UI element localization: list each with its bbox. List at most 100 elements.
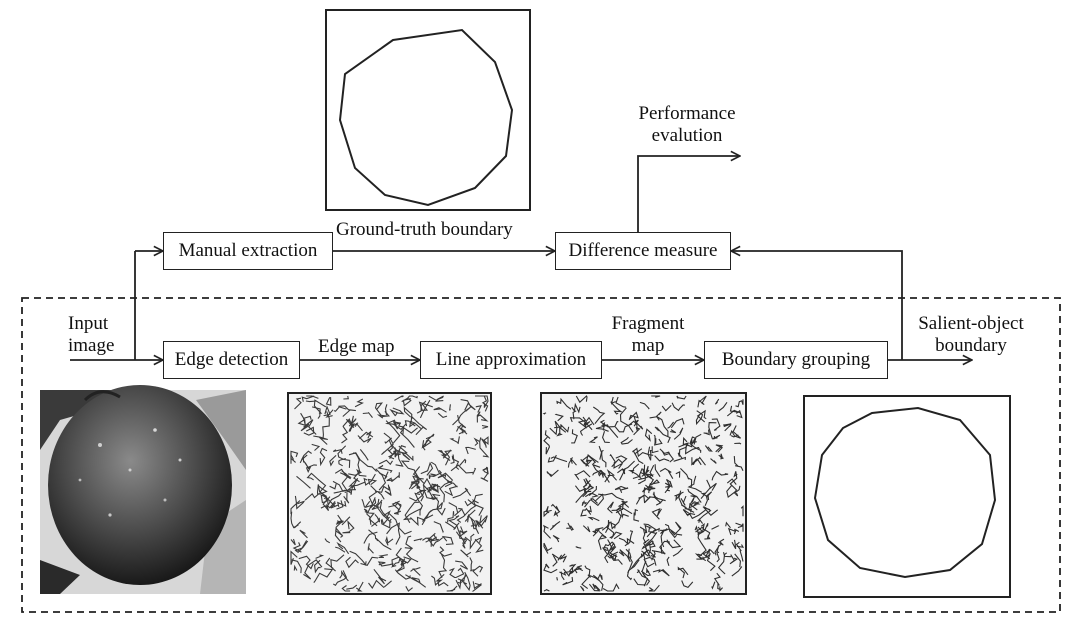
edge-fragment — [385, 420, 401, 444]
edge-fragment — [723, 423, 732, 428]
edge-fragment — [470, 533, 475, 541]
edge-fragment — [375, 537, 392, 551]
edge-fragment — [687, 475, 703, 493]
ground-truth-boundary-image — [325, 9, 531, 211]
automatic-pipeline-frame — [21, 297, 1061, 613]
edge-fragment — [610, 531, 623, 540]
edge-fragment — [419, 490, 424, 502]
edge-fragment — [614, 485, 629, 491]
edge-fragment — [441, 535, 454, 545]
edge-fragment — [714, 541, 723, 556]
edge-fragment — [391, 472, 400, 482]
edge-fragment — [614, 423, 633, 433]
edge-fragment — [357, 435, 372, 443]
ground-truth-boundary-label: Ground-truth boundary — [336, 219, 513, 240]
edge-fragment — [688, 496, 695, 506]
edge-fragment — [597, 469, 610, 483]
edge-fragment — [654, 438, 663, 446]
edge-fragment — [359, 449, 369, 461]
edge-fragment — [580, 585, 585, 592]
edge-fragment — [475, 405, 482, 413]
edge-fragment — [317, 478, 328, 500]
edge-fragment — [643, 486, 653, 494]
edge-fragment — [718, 401, 728, 412]
edge-fragment — [651, 546, 666, 554]
edge-fragment — [575, 490, 592, 503]
edge-fragment — [708, 422, 717, 440]
edge-fragment — [628, 411, 639, 421]
edge-fragment — [617, 460, 635, 475]
edge-fragment — [298, 555, 311, 565]
edge-fragment — [722, 552, 732, 558]
performance-evaluation-label: Performance evalution — [622, 103, 752, 147]
edge-fragment — [603, 543, 610, 564]
edge-fragment — [343, 395, 349, 400]
edge-fragment — [301, 395, 315, 402]
edge-fragment — [543, 509, 549, 518]
edge-fragment — [361, 498, 366, 508]
edge-fragment — [411, 577, 427, 588]
edge-fragment — [556, 397, 572, 410]
edge-fragment — [551, 553, 563, 561]
edge-fragment — [431, 493, 446, 516]
edge-fragment — [641, 543, 651, 557]
edge-fragment — [342, 519, 355, 534]
edge-fragment — [354, 398, 364, 408]
edge-fragment — [695, 522, 709, 533]
edge-fragment — [325, 396, 332, 406]
edge-fragment — [422, 477, 434, 499]
edge-fragment — [449, 436, 460, 445]
edge-fragment — [290, 558, 302, 574]
edge-fragment — [413, 537, 423, 542]
edge-fragment — [326, 497, 339, 509]
edge-fragment — [428, 470, 443, 479]
edge-fragment — [719, 586, 724, 592]
edge-fragment — [462, 571, 471, 592]
edge-fragment — [447, 511, 455, 523]
edge-fragment — [688, 504, 697, 509]
edge-fragment — [385, 535, 394, 546]
edge-fragment — [320, 492, 342, 509]
edge-fragment — [313, 568, 334, 583]
edge-fragment — [650, 479, 660, 486]
edge-fragment — [667, 421, 675, 429]
edge-fragment — [621, 500, 630, 508]
edge-fragment — [724, 424, 732, 432]
edge-fragment — [398, 422, 405, 435]
edge-fragment — [651, 550, 656, 561]
edge-fragment — [315, 554, 325, 559]
edge-fragment — [389, 445, 406, 460]
edge-fragment — [410, 516, 426, 527]
edge-fragment — [592, 469, 602, 476]
edge-fragment — [437, 472, 454, 481]
edge-fragment — [360, 556, 379, 566]
edge-fragment — [430, 473, 436, 477]
edge-fragment — [575, 395, 588, 404]
edge-fragment — [339, 472, 351, 480]
edge-fragment — [381, 432, 394, 456]
edge-fragment — [651, 508, 662, 520]
edge-fragment — [290, 500, 301, 515]
edge-fragment — [698, 518, 704, 524]
edge-fragment — [391, 500, 400, 513]
edge-fragment — [670, 429, 677, 434]
edge-fragment — [314, 559, 321, 574]
edge-fragment — [570, 457, 577, 466]
boundary-grouping-box: Boundary grouping — [704, 341, 888, 379]
edge-fragment — [627, 416, 638, 433]
edge-fragment — [412, 466, 421, 479]
edge-fragment — [542, 412, 547, 415]
edge-fragment — [734, 442, 742, 445]
edge-fragment — [446, 585, 458, 592]
edge-fragment — [465, 446, 476, 455]
edge-fragment — [336, 541, 350, 555]
edge-fragment — [431, 573, 445, 586]
edge-fragment — [594, 584, 601, 591]
edge-fragment — [313, 435, 328, 445]
edge-fragment — [598, 530, 608, 540]
edge-fragment — [480, 477, 489, 482]
edge-fragment — [636, 569, 640, 574]
edge-fragment — [620, 436, 633, 445]
edge-fragment — [386, 522, 401, 545]
edge-fragment — [420, 461, 434, 476]
